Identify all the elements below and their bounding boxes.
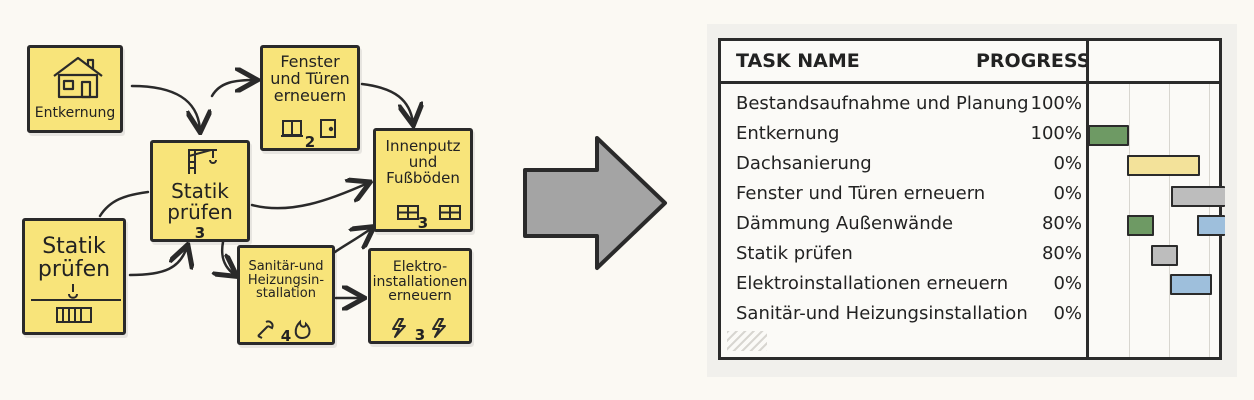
gantt-bar-statik <box>1151 245 1178 266</box>
task-progress: 0% <box>1053 303 1082 324</box>
note-sanitaer-heizung: Sanitär-und Heizungsin- stallation 4 <box>237 245 335 345</box>
task-progress: 100% <box>1030 93 1082 114</box>
timeline-gridline <box>1169 84 1170 357</box>
header-task-name: TASK NAME <box>736 50 860 72</box>
task-progress: 0% <box>1053 153 1082 174</box>
beam-hook-icon <box>31 284 121 323</box>
note-label: Statik prüfen <box>167 179 233 224</box>
note-number: 4 <box>280 327 292 345</box>
task-progress: 80% <box>1041 243 1082 264</box>
window-door-icon <box>281 119 336 138</box>
task-row: Entkernung 100% <box>736 123 1082 153</box>
crane-icon <box>188 149 217 174</box>
note-label: Innenputz und Fußböden <box>385 137 461 187</box>
header-progress: PROGRESS <box>976 50 1091 72</box>
note-elektro: Elektro- installationen erneuern 3 <box>368 248 472 344</box>
corner-hatch <box>727 331 767 351</box>
note-label: Elektro- installationen erneuern <box>372 259 468 305</box>
arrow-left-to-statik-lower <box>128 247 187 277</box>
floor-tiles-icon <box>397 205 461 220</box>
note-label: Fenster und Türen erneuern <box>270 52 350 105</box>
task-progress: 0% <box>1053 273 1082 294</box>
arrow-fenster-to-innenputz <box>360 82 413 123</box>
arrow-left-to-statik <box>98 190 150 218</box>
gantt-bar-daemmung-a <box>1127 215 1154 236</box>
task-name: Entkernung <box>736 123 840 144</box>
task-row: Bestandsaufnahme und Planung 100% <box>736 93 1082 123</box>
arrow-to-fenster <box>210 80 255 98</box>
note-entkernung: Entkernung <box>27 45 123 133</box>
header-divider <box>721 81 1219 84</box>
timeline-divider <box>1086 41 1089 357</box>
task-progress: 0% <box>1053 183 1082 204</box>
task-row: Dachsanierung 0% <box>736 153 1082 183</box>
gantt-bar-fenster <box>1171 186 1225 207</box>
lightning-icon <box>392 318 446 338</box>
note-fenster-tueren: Fenster und Türen erneuern 2 <box>260 45 360 151</box>
task-name: Bestandsaufnahme und Planung <box>736 93 1029 114</box>
arrow-statik-to-sanitaer <box>222 240 235 275</box>
gantt-bar-dachsanierung <box>1127 155 1200 176</box>
task-row: Fenster und Türen erneuern 0% <box>736 183 1082 213</box>
task-row: Sanitär-und Heizungsinstallation 0% <box>736 303 1082 333</box>
big-right-arrow <box>523 136 667 270</box>
task-progress: 80% <box>1041 213 1082 234</box>
task-name: Statik prüfen <box>736 243 853 264</box>
note-number: 2 <box>304 133 316 151</box>
house-icon <box>53 56 103 99</box>
task-name: Dachsanierung <box>736 153 872 174</box>
task-row: Elektroinstallationen erneuern 0% <box>736 273 1082 303</box>
note-label: Sanitär-und Heizungsin- stallation <box>247 259 325 302</box>
arrow-statik-to-innenputz <box>250 183 368 210</box>
note-number: 3 <box>414 326 426 344</box>
note-number: 3 <box>194 224 206 242</box>
gantt-bar-elektro <box>1170 274 1212 295</box>
task-name: Dämmung Außenwände <box>736 213 954 234</box>
wrench-flame-icon <box>257 319 311 340</box>
arrow-entkernung-to-statik <box>130 84 200 130</box>
gantt-table: TASK NAME PROGRESS Bestandsaufnahme und … <box>718 38 1225 360</box>
gantt-bar-daemmung-b <box>1197 215 1225 236</box>
flow-arrows <box>98 0 700 400</box>
note-label: Statik prüfen <box>37 234 111 283</box>
task-name: Elektroinstallationen erneuern <box>736 273 1009 294</box>
note-innenputz-fussboeden: Innenputz und Fußböden 3 <box>373 128 473 232</box>
arrow-to-innenputz-lower <box>333 228 372 254</box>
task-row: Dämmung Außenwände 80% <box>736 213 1082 243</box>
task-name: Sanitär-und Heizungsinstallation <box>736 303 1028 324</box>
task-row: Statik prüfen 80% <box>736 243 1082 273</box>
note-label: Entkernung <box>34 105 116 121</box>
note-statik-pruefen-center: Statik prüfen 3 <box>150 140 250 242</box>
task-name: Fenster und Türen erneuern <box>736 183 986 204</box>
note-statik-pruefen-left: Statik prüfen <box>22 218 126 335</box>
gantt-bar-entkernung <box>1088 125 1129 146</box>
note-number: 3 <box>417 214 429 232</box>
task-progress: 100% <box>1030 123 1082 144</box>
